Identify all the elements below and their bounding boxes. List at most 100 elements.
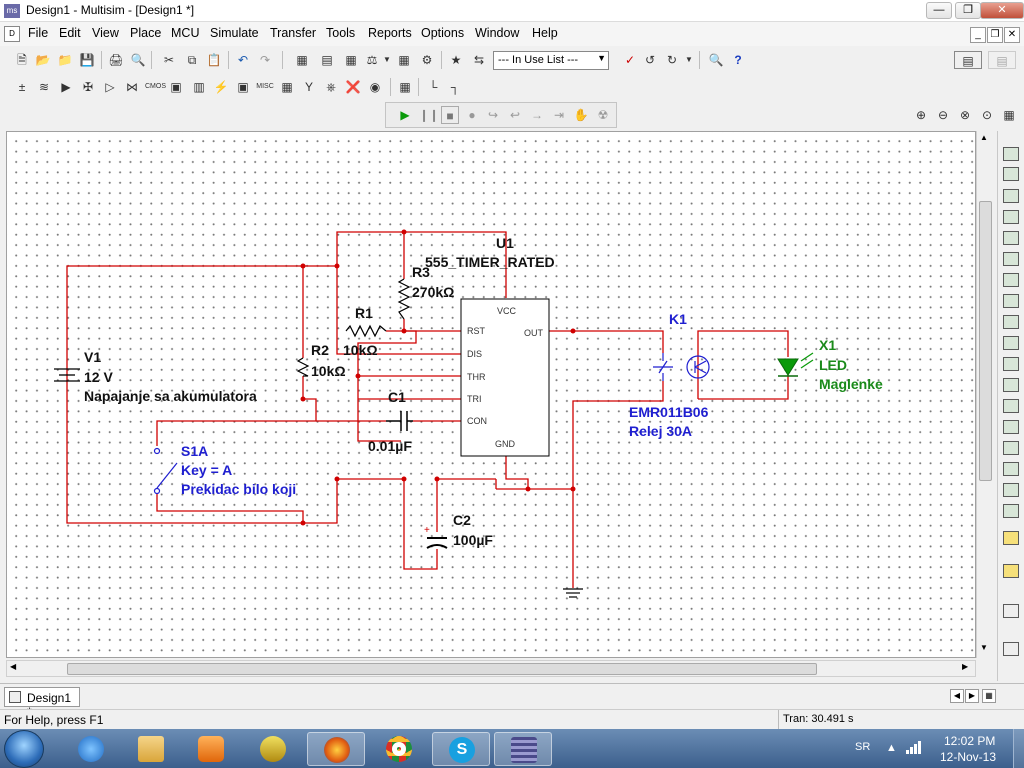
run-to-cursor-icon[interactable]: ⇥ xyxy=(553,108,565,122)
transistor-icon[interactable]: ✠ xyxy=(82,80,94,94)
measurement-probe-icon[interactable] xyxy=(1003,642,1019,656)
back-annotate-icon[interactable]: ↺ xyxy=(644,53,656,67)
pause-next-icon[interactable]: ● xyxy=(468,108,476,122)
windows-start-icon[interactable] xyxy=(4,730,44,768)
layout-icon[interactable]: ▤ xyxy=(954,51,982,69)
menu-edit[interactable]: Edit xyxy=(59,26,81,40)
paste-icon[interactable]: 📋 xyxy=(206,53,222,67)
minimize-button[interactable]: — xyxy=(926,2,952,19)
run-icon[interactable]: ▶ xyxy=(400,108,410,122)
r2-symbol[interactable] xyxy=(296,357,310,377)
redo-icon[interactable]: ↷ xyxy=(259,53,271,67)
pause-icon[interactable]: ❙❙ xyxy=(419,108,440,122)
mcu-component-icon[interactable]: ▣ xyxy=(170,80,182,94)
zoom-in-icon[interactable]: ⊕ xyxy=(915,108,927,122)
taskbar-winamp[interactable] xyxy=(244,732,302,766)
annotation-icon[interactable]: ★ xyxy=(450,53,462,67)
wattmeter-icon[interactable] xyxy=(1003,189,1019,203)
wire-icon[interactable]: ┐ xyxy=(450,80,460,94)
erc-icon[interactable]: ✓ xyxy=(624,53,636,67)
menu-place[interactable]: Place xyxy=(130,26,162,40)
iv-analyzer-icon[interactable] xyxy=(1003,357,1019,371)
r3-symbol[interactable] xyxy=(397,278,411,320)
tektronix-oscilloscope-icon[interactable] xyxy=(1003,504,1019,518)
spectrum-analyzer-icon[interactable] xyxy=(1003,399,1019,413)
oscilloscope-icon[interactable] xyxy=(1003,210,1019,224)
scroll-up-icon[interactable]: ▲ xyxy=(980,133,988,142)
annotate-dropdown-icon[interactable]: ▼ xyxy=(685,55,693,64)
basic-component-icon[interactable]: ≋ xyxy=(38,80,50,94)
taskbar-chrome[interactable] xyxy=(370,732,428,766)
menu-options[interactable]: Options xyxy=(421,26,465,40)
ttl-icon[interactable]: ⋈ xyxy=(126,80,138,94)
k1-symbol[interactable] xyxy=(653,355,710,379)
menu-view[interactable]: View xyxy=(92,26,119,40)
menu-window[interactable]: Window xyxy=(475,26,520,40)
cmos-icon[interactable]: CMOS xyxy=(145,83,166,90)
document-icon[interactable]: D xyxy=(4,26,20,42)
vertical-scrollbar[interactable]: ▲ ▼ xyxy=(976,131,993,658)
taskbar-file-explorer[interactable] xyxy=(122,732,180,766)
logic-analyzer-icon[interactable] xyxy=(1003,336,1019,350)
misc-icon[interactable]: MISC xyxy=(256,83,274,90)
transfer-icon[interactable]: ⇆ xyxy=(473,53,485,67)
labview-instrument-icon[interactable] xyxy=(1003,531,1019,545)
power-component-icon[interactable]: ⚡ xyxy=(213,80,229,94)
cut-icon[interactable]: ✂ xyxy=(163,53,175,67)
r1-symbol[interactable] xyxy=(345,324,387,338)
step-out-icon[interactable]: → xyxy=(531,108,543,122)
design-toolbox-icon[interactable]: ▤ xyxy=(321,53,333,67)
print-icon[interactable]: 🖨 xyxy=(108,53,124,67)
mdi-restore-button[interactable]: ❐ xyxy=(987,27,1003,43)
help-icon[interactable]: ? xyxy=(734,53,742,67)
tab-scroll-left-icon[interactable]: ◀ xyxy=(950,689,964,703)
frequency-counter-icon[interactable] xyxy=(1003,273,1019,287)
menu-transfer[interactable]: Transfer xyxy=(270,26,317,40)
taskbar-multisim[interactable] xyxy=(494,732,552,766)
zoom-area-icon[interactable]: ⊗ xyxy=(959,108,971,122)
c2-symbol[interactable]: + xyxy=(424,525,448,549)
stop-icon[interactable]: ■ xyxy=(441,106,459,124)
ni-elvis-icon[interactable] xyxy=(1003,564,1019,578)
component-wizard-icon[interactable]: ⚙ xyxy=(421,53,433,67)
multimeter-icon[interactable] xyxy=(1003,147,1019,161)
taskbar-media-player[interactable] xyxy=(182,732,240,766)
electromechanical-icon[interactable]: ⎈ xyxy=(326,80,336,94)
connector-icon[interactable]: ◉ xyxy=(369,80,381,94)
taskbar-internet-explorer[interactable] xyxy=(62,732,120,766)
menu-mcu[interactable]: MCU xyxy=(171,26,200,40)
menu-reports[interactable]: Reports xyxy=(368,26,412,40)
u1-body[interactable] xyxy=(460,298,550,457)
s1-symbol[interactable] xyxy=(153,447,178,495)
multisim-icon[interactable]: ms xyxy=(4,4,20,18)
advanced-peripherals-icon[interactable]: ▦ xyxy=(281,80,293,94)
bode-plotter-icon[interactable] xyxy=(1003,252,1019,266)
mdi-minimize-button[interactable]: _ xyxy=(970,27,986,43)
zoom-fit-icon[interactable]: ⊙ xyxy=(981,108,993,122)
menu-help[interactable]: Help xyxy=(532,26,558,40)
restore-button[interactable]: ❐ xyxy=(955,2,981,19)
word-generator-icon[interactable] xyxy=(1003,294,1019,308)
open-sample-icon[interactable]: 📁 xyxy=(57,53,73,67)
logic-converter-icon[interactable] xyxy=(1003,315,1019,329)
clock-time[interactable]: 12:02 PM xyxy=(944,734,996,748)
step-into-icon[interactable]: ↪ xyxy=(487,108,499,122)
schematic-canvas[interactable]: VCC RST OUT DIS THR TRI CON GND + xyxy=(6,131,976,658)
tab-design1[interactable]: Design1 * xyxy=(4,687,80,719)
agilent-oscilloscope-icon[interactable] xyxy=(1003,483,1019,497)
mixed-icon[interactable]: ▥ xyxy=(193,80,205,94)
c1-symbol[interactable] xyxy=(386,411,413,431)
agilent-generator-icon[interactable] xyxy=(1003,441,1019,455)
menu-simulate[interactable]: Simulate xyxy=(210,26,259,40)
grapher-dropdown-icon[interactable]: ▼ xyxy=(383,55,391,64)
v1-symbol[interactable] xyxy=(54,368,80,382)
breakpoint-icon[interactable]: ✋ xyxy=(573,108,589,122)
four-channel-oscilloscope-icon[interactable] xyxy=(1003,231,1019,245)
taskbar-firefox[interactable] xyxy=(307,732,365,766)
forward-annotate-icon[interactable]: ↻ xyxy=(666,53,678,67)
vertical-scroll-thumb[interactable] xyxy=(979,201,992,481)
power-source-icon[interactable]: ± xyxy=(18,80,26,94)
new-icon[interactable]: 🗎 xyxy=(17,53,27,67)
language-indicator[interactable]: SR xyxy=(855,741,871,753)
scroll-down-icon[interactable]: ▼ xyxy=(980,643,988,652)
